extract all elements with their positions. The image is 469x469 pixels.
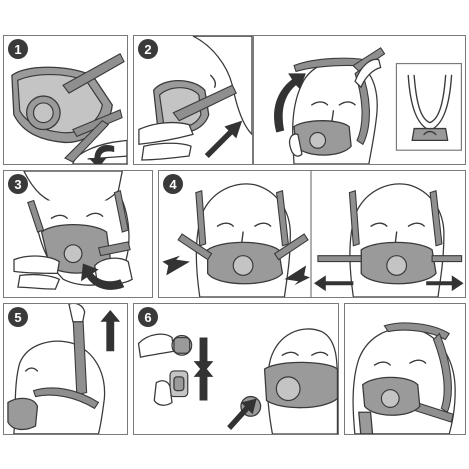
panel-step-2: 2: [133, 35, 253, 165]
step-1-illustration: [11, 53, 127, 164]
press-arrow: [204, 120, 243, 159]
panel-step-4: 4: [158, 170, 466, 298]
pull-arrow-left: [162, 255, 190, 276]
step-2-illustration: [138, 36, 252, 161]
panel-step-6: 6: [133, 303, 339, 435]
pull-arrow-left-2: [313, 275, 354, 292]
step-badge-2: 2: [138, 39, 158, 59]
step-4-illustration: [162, 171, 464, 297]
clip-arrow: [80, 263, 125, 290]
step-6-illustration: [137, 328, 338, 434]
rotate-arrow: [88, 145, 115, 164]
step-badge-3: 3: [8, 174, 28, 194]
panel-step-3: 3: [3, 170, 153, 298]
attach-arrow-up: [193, 365, 214, 401]
panel-final-fit: [344, 303, 466, 435]
pull-arrow-right: [284, 265, 311, 286]
step-2-headgear-illustration: [274, 47, 462, 164]
final-fit-illustration: [352, 322, 456, 434]
pull-arrow-right-2: [426, 275, 464, 292]
lift-arrow: [274, 73, 306, 133]
step-badge-5: 5: [8, 307, 28, 327]
panel-step-2-headgear: [253, 35, 466, 165]
pull-up-arrow: [100, 309, 121, 352]
step-badge-6: 6: [138, 307, 158, 327]
step-badge-4: 4: [163, 174, 183, 194]
panel-step-5: 5: [3, 303, 128, 435]
step-badge-1: 1: [8, 39, 28, 59]
step-3-illustration: [13, 171, 133, 290]
insert-arrow: [227, 398, 257, 431]
attach-arrow-down: [193, 337, 214, 373]
panel-step-1: 1: [3, 35, 128, 165]
step-5-illustration: [7, 304, 121, 434]
